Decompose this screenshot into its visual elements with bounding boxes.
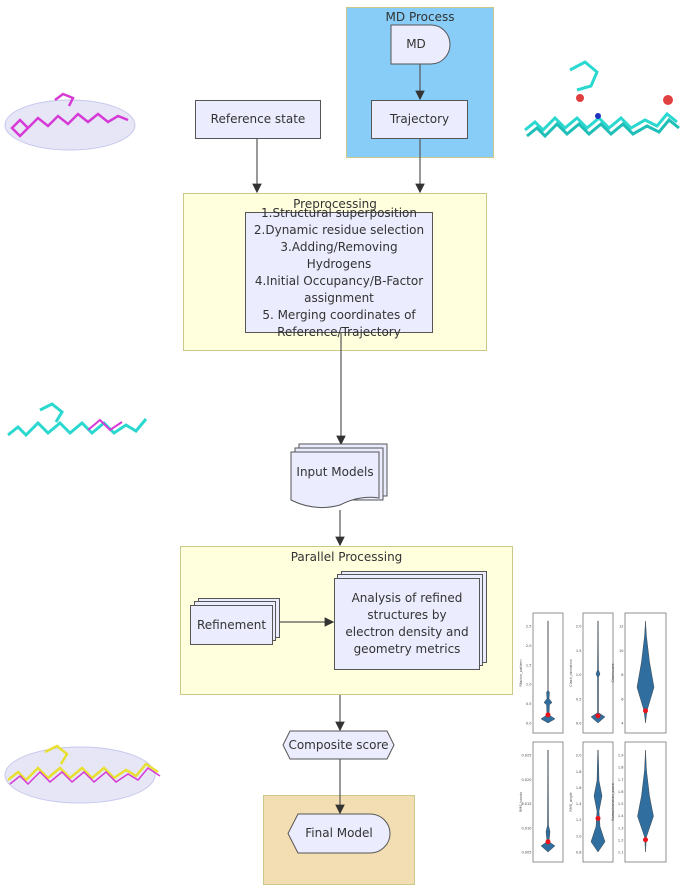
violin-tick-label: 0.5 [526,702,532,706]
step-1: 1.Structural superposition [261,205,417,220]
molecule-final-image [4,744,161,804]
step-5: 5. Merging coordinates of Reference/Traj… [262,307,416,339]
violin-tick-label: 0.010 [521,826,531,830]
violin-body [590,749,606,853]
reference-marker [545,839,551,845]
violin-ylabel: Ramachandran_score [611,783,615,821]
violin-tick-label: 1.6 [618,790,624,794]
md-process-title: MD Process [385,10,455,24]
violin-ylabel: RMS_bonds [519,792,523,812]
final-model-shape [287,813,391,854]
violin-tick-label: 1.6 [576,786,582,790]
violin-tick-label: 1.4 [576,802,582,806]
molecule-trajectory-image [524,60,680,139]
violin-tick-label: 0.0 [526,722,532,726]
step-4: 4.Initial Occupancy/B-Factor assignment [254,273,424,305]
violin-body [540,620,556,724]
md-node-shape [390,24,451,65]
violin-tick-label: 0.015 [521,802,531,806]
violin-body [637,749,654,853]
reference-marker [643,837,648,843]
reference-marker [595,713,601,719]
violin-body [636,620,655,724]
violin-tick-label: 4 [621,722,624,726]
violin-tick-label: 1.0 [576,673,582,677]
reference-marker [545,712,551,718]
violin-tick-label: 1.0 [526,683,532,687]
violin-tick-label: 0.025 [521,754,531,758]
violin-ylabel: Clashscore [611,663,615,682]
violin-tick-label: 2.0 [576,754,582,758]
refinement-node[interactable]: Refinement [190,605,273,645]
reference-marker [643,708,648,714]
violin-tick-label: 0.8 [576,851,582,855]
violin-tick-label: 8 [621,673,623,677]
parallel-processing-title: Parallel Processing [290,550,403,564]
violin-tick-label: 12 [619,625,623,629]
violin-tick-label: 1.8 [576,770,582,774]
violin-tick-label: 10 [619,649,623,653]
violin-tick-label: 2.5 [526,625,532,629]
preprocessing-title: Preprocessing [293,197,377,211]
violin-ylabel: Rfactor_pattern [519,659,523,686]
violin-tick-label: 0.5 [576,697,582,701]
violin-tick-label: 1.9 [618,754,624,758]
analysis-node[interactable]: Analysis of refined structures by electr… [334,578,480,670]
refinement-label: Refinement [196,617,267,632]
composite-score-label: Composite score [288,737,389,752]
trajectory-label: Trajectory [389,112,450,126]
step-3: 3.Adding/Removing Hydrogens [280,239,398,271]
input-models-node[interactable]: Input Models [291,452,379,492]
violin-tick-label: 1.2 [618,838,624,842]
reference-state-node[interactable]: Reference state [195,100,321,139]
final-model-label: Final Model [305,826,373,840]
violin-tick-label: 1.8 [618,766,624,770]
md-node[interactable]: MD [391,25,441,64]
input-models-shape [290,443,388,509]
violin-tick-label: 1.5 [618,802,624,806]
molecule-reference-image [4,92,136,151]
violin-tick-label: 6 [621,697,623,701]
violin-tick-label: 1.2 [576,818,582,822]
violin-tick-label: 1.3 [618,826,624,830]
final-model-node[interactable]: Final Model [288,814,390,853]
violin-tick-label: 0.005 [521,851,531,855]
violin-body [590,620,606,724]
violin-plot-6: 1.1 1.2 1.3 1.4 1.5 1.6 1.7 1.8 1.9Ramachandran_… [611,741,667,863]
composite-score-shape [282,730,395,760]
violin-tick-label: 1.5 [576,649,582,653]
md-node-label: MD [406,37,426,51]
composite-score-node[interactable]: Composite score [283,731,394,759]
violin-tick-label: 1.4 [618,814,624,818]
violin-ylabel: RMS_angle [569,792,573,811]
violin-tick-label: 2.0 [576,625,582,629]
reference-state-label: Reference state [210,112,306,126]
molecule-overlay-image [7,402,148,438]
violin-tick-label: 1.5 [526,663,532,667]
reference-marker [595,815,601,821]
analysis-label: Analysis of refined structures by electr… [345,591,469,656]
preprocessing-steps-node[interactable]: 1.Structural superposition 2.Dynamic res… [245,206,433,339]
violin-tick-label: 0.020 [521,778,531,782]
input-models-label: Input Models [296,464,374,479]
step-2: 2.Dynamic residue selection [253,222,425,237]
violin-tick-label: 1.0 [576,834,582,838]
violin-tick-label: 0.0 [576,722,582,726]
violin-tick-label: 1.7 [618,778,624,782]
trajectory-node[interactable]: Trajectory [371,100,468,139]
violin-tick-label: 2.0 [526,644,532,648]
violin-tick-label: 1.1 [618,851,624,855]
violin-ylabel: Clash_deviation [569,659,573,687]
